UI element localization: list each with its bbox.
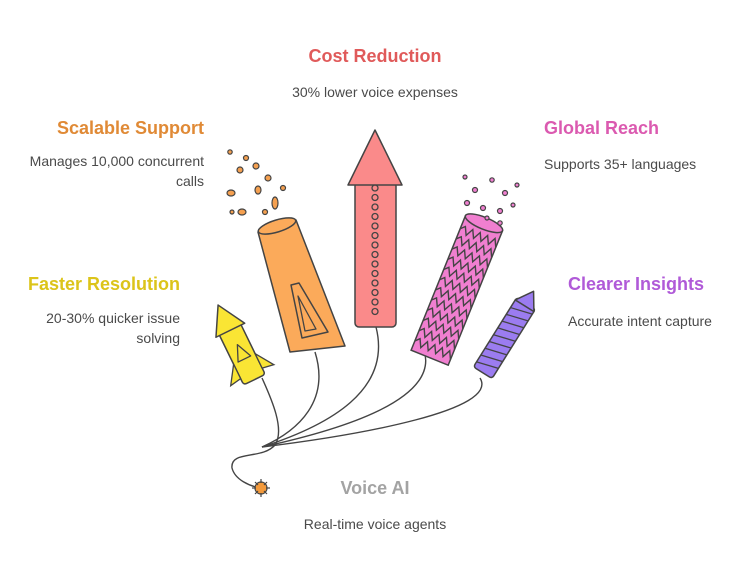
voice-ai-description: Real-time voice agents: [303, 516, 447, 532]
voice-ai-title: Voice AI: [340, 478, 410, 498]
global-reach-description: Supports 35+ languages: [544, 156, 697, 172]
fuse-spark-icon: [252, 479, 270, 497]
striped-firework-icon: [473, 290, 536, 379]
scalable-support-title: Scalable Support: [56, 118, 204, 138]
cost-reduction-title: Cost Reduction: [308, 46, 442, 66]
fuse-line: [231, 377, 280, 489]
cost-reduction-description: 30% lower voice expenses: [292, 84, 458, 100]
clearer-insights-description: Accurate intent capture: [568, 313, 712, 329]
faster-resolution-title: Faster Resolution: [27, 274, 180, 294]
faster-resolution-description: 20-30% quicker issue solving: [46, 310, 180, 346]
small-rocket-icon: [215, 304, 276, 388]
fuse-line: [261, 349, 427, 448]
cone-firework-icon: [226, 149, 346, 353]
zigzag-firework-icon: [410, 213, 504, 367]
fuse-line: [261, 326, 380, 448]
clearer-insights-title: Clearer Insights: [568, 274, 705, 294]
fuse-line: [261, 351, 320, 448]
sparks-icon: [462, 174, 520, 226]
global-reach-title: Global Reach: [544, 118, 660, 138]
scalable-support-description: Manages 10,000 concurrent calls: [29, 153, 204, 189]
fuse-line: [261, 377, 483, 448]
rocket-firework-icon: [347, 129, 403, 328]
